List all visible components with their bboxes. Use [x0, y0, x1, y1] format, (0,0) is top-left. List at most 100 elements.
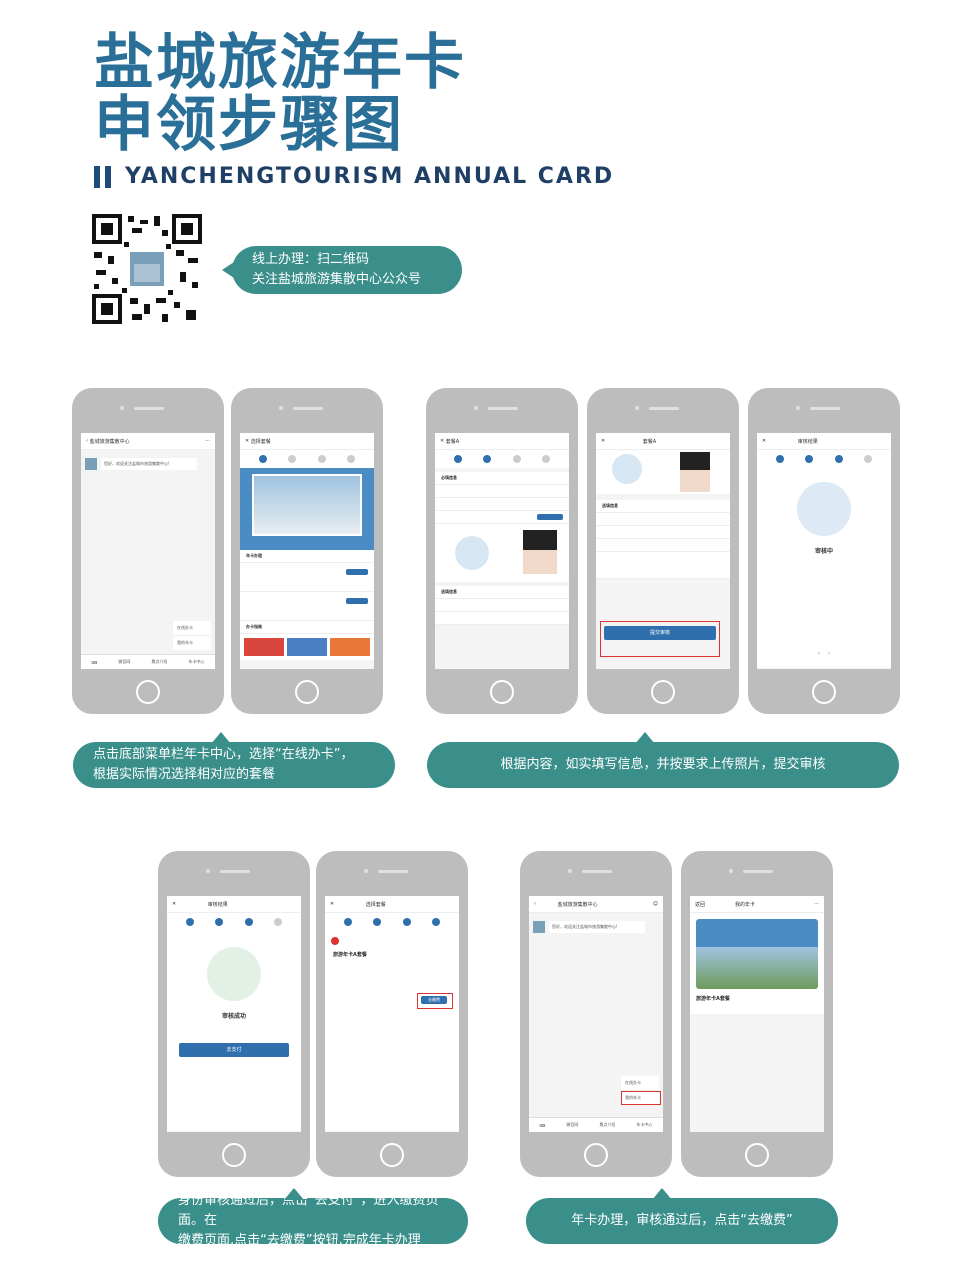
screen-title: 选择套餐: [365, 901, 386, 908]
id-number-field[interactable]: [435, 612, 569, 625]
phone-screen: 返回我的年卡··· 旅游年卡A套餐: [690, 896, 824, 1132]
section-required: 必填信息: [435, 472, 569, 485]
submit-highlight: [600, 621, 720, 657]
household-type-field[interactable]: [596, 539, 730, 552]
more-icon[interactable]: ···: [814, 901, 819, 907]
upload-photo-icon[interactable]: [612, 454, 642, 484]
guide-tile-2[interactable]: [287, 638, 327, 656]
step4-text: 年卡办理，审核通过后，点击“去缴费”: [571, 1213, 793, 1228]
get-code-button[interactable]: [537, 514, 563, 520]
phone-step4-mycard: 返回我的年卡··· 旅游年卡A套餐: [681, 851, 833, 1177]
id-number-field[interactable]: [596, 526, 730, 539]
review-status: 审核中: [814, 548, 833, 555]
step3-line1: 身份审核通过后，点击“去支付”，进入缴费页面。在: [178, 1193, 439, 1228]
reviewing-icon: [797, 482, 851, 536]
tab-card-center[interactable]: 年卡中心: [188, 659, 205, 664]
section-card-guide: 办卡指南: [240, 621, 374, 634]
screen-title: 套餐A: [445, 438, 460, 445]
package-b-button[interactable]: [346, 598, 368, 604]
step3-bubble: 身份审核通过后，点击“去支付”，进入缴费页面。在 缴费页面,点击“去缴费”按钮,…: [158, 1188, 468, 1248]
keyboard-icon[interactable]: ⌨: [539, 1122, 546, 1128]
tab-scenic-spots[interactable]: 景点介绍: [151, 659, 168, 664]
back-icon[interactable]: ‹: [86, 438, 90, 444]
phone-screen: ✕ 审核结果 审核中 ‹ ›: [757, 433, 891, 669]
guide-tile-1[interactable]: [244, 638, 284, 656]
phone-step3-payment: ✕ 选择套餐 旅游年卡A套餐 去缴费: [316, 851, 468, 1177]
phone-step1-chat: ‹ 盐城旅游集散中心··· 您好，欢迎关注盐城市旅游集散中心! 在线办卡 我的年…: [72, 388, 224, 714]
tab-micro-site[interactable]: 微官网: [118, 659, 131, 664]
guide-tile-3[interactable]: [330, 638, 370, 656]
section-optional: 选填信息: [435, 586, 569, 599]
phone-screen: ‹ 盐城旅游集散中心··· 您好，欢迎关注盐城市旅游集散中心! 在线办卡 我的年…: [81, 433, 215, 669]
close-icon[interactable]: ✕: [245, 438, 251, 444]
success-check-icon: [207, 947, 261, 1001]
screen-title: 审核结果: [797, 438, 818, 445]
back-link[interactable]: 返回: [695, 901, 706, 908]
tab-card-center[interactable]: 年卡中心: [636, 1122, 653, 1127]
home-button: [584, 1143, 608, 1167]
home-button: [745, 1143, 769, 1167]
step2-text: 根据内容，如实填写信息，并按要求上传照片，提交审核: [500, 757, 826, 772]
menu-my-card[interactable]: 我的年卡: [177, 640, 193, 645]
chat-title: 盐城旅游集散中心: [89, 438, 130, 445]
chat-title: 盐城旅游集散中心: [557, 901, 598, 908]
keyboard-icon[interactable]: ⌨: [91, 659, 98, 665]
address-field[interactable]: [596, 552, 730, 579]
code-field[interactable]: [435, 511, 569, 524]
sample-photo: [523, 530, 557, 574]
close-icon[interactable]: ✕: [762, 438, 768, 444]
tab-scenic-spots[interactable]: 景点介绍: [599, 1122, 616, 1127]
avatar: [533, 921, 545, 933]
phone-screen: ‹ 盐城旅游集散中心☺ 您好，欢迎关注盐城市旅游集散中心! 在线办卡 我的年卡 …: [529, 896, 663, 1132]
review-status: 审核成功: [221, 1013, 246, 1020]
phone-screen: ✕ 套餐A 必填信息 选填信息: [435, 433, 569, 669]
section-card-apply: 年卡办理: [240, 550, 374, 563]
qr-instruction-line2: 关注盐城旅游集散中心公众号: [252, 272, 422, 287]
back-icon[interactable]: ‹: [534, 901, 538, 907]
package-name: 旅游年卡A套餐: [696, 996, 730, 1002]
package-name: 旅游年卡A套餐: [333, 952, 367, 958]
close-icon[interactable]: ✕: [172, 901, 178, 907]
annual-card-image: [252, 474, 362, 536]
section-optional: 选填信息: [596, 500, 730, 513]
menu-online-card[interactable]: 在线办卡: [621, 1076, 659, 1091]
page-title-line2: 申领步骤图: [94, 90, 404, 160]
tab-micro-site[interactable]: 微官网: [566, 1122, 579, 1127]
close-icon[interactable]: ✕: [330, 901, 336, 907]
more-icon[interactable]: ···: [205, 438, 210, 444]
step1-line2: 根据实际情况选择相对应的套餐: [93, 767, 276, 782]
screen-title: 选择套餐: [250, 438, 271, 445]
pager-arrows[interactable]: ‹ ›: [817, 650, 831, 657]
annual-card-image[interactable]: [696, 919, 818, 989]
merchant-logo-icon: [331, 937, 339, 945]
go-pay-button[interactable]: 去支付: [179, 1043, 289, 1057]
phone-step2-submit: ✕ 套餐A 选填信息 提交审核: [587, 388, 739, 714]
home-button: [222, 1143, 246, 1167]
step3-line2: 缴费页面,点击“去缴费”按钮,完成年卡办理: [178, 1233, 421, 1248]
upload-photo-icon[interactable]: [455, 536, 489, 570]
qr-instruction-bubble: 线上办理：扫二维码 关注盐城旅游集散中心公众号: [222, 246, 462, 294]
phone-screen: ✕ 套餐A 选填信息 提交审核: [596, 433, 730, 669]
uploaded-photo: [680, 452, 710, 492]
id-type-field[interactable]: [435, 599, 569, 612]
phone-field[interactable]: [435, 498, 569, 511]
home-button: [136, 680, 160, 704]
submit-review-button[interactable]: 提交审核: [604, 626, 716, 640]
profile-icon[interactable]: ☺: [652, 901, 658, 907]
home-button: [295, 680, 319, 704]
package-a-button[interactable]: [346, 569, 368, 575]
close-icon[interactable]: ✕: [601, 438, 607, 444]
double-bar-icon: [94, 165, 111, 188]
qr-code-icon: [92, 214, 202, 324]
subtitle-row: YANCHENGTOURISM ANNUAL CARD: [94, 164, 614, 189]
step1-line1: 点击底部菜单栏年卡中心，选择“在线办卡”，: [93, 747, 354, 762]
name-field[interactable]: [435, 485, 569, 498]
menu-my-card[interactable]: 我的年卡: [625, 1095, 641, 1100]
avatar: [85, 458, 97, 470]
qr-instruction-line1: 线上办理：扫二维码: [252, 252, 370, 267]
pay-fee-button[interactable]: 去缴费: [421, 996, 447, 1004]
id-type-field[interactable]: [596, 513, 730, 526]
phone-step3-success: ✕ 审核结果 审核成功 去支付: [158, 851, 310, 1177]
close-icon[interactable]: ✕: [440, 438, 446, 444]
menu-online-card[interactable]: 在线办卡: [173, 621, 211, 636]
